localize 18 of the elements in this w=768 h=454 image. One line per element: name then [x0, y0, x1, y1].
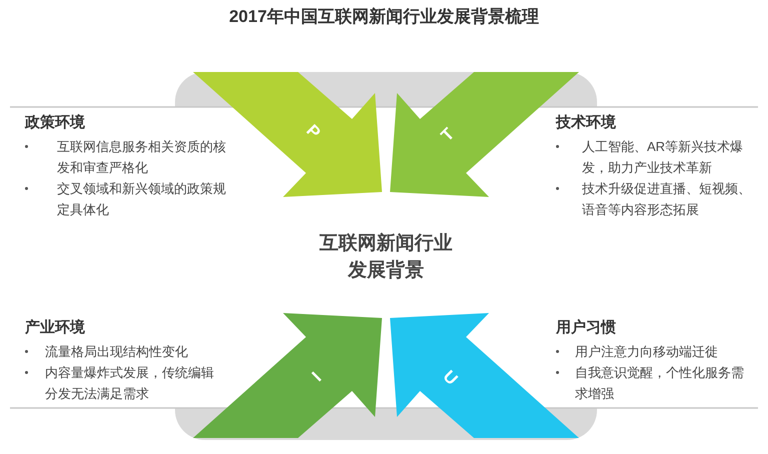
arrow-letter: T — [438, 124, 458, 146]
arrow-letter: P — [302, 122, 324, 142]
bullet-text: 流量格局出现结构性变化 — [45, 343, 189, 361]
arrow-letter: U — [439, 367, 461, 389]
section-heading: 产业环境 — [25, 318, 85, 338]
diagram-title: 2017年中国互联网新闻行业发展背景梳理 — [228, 6, 540, 28]
section-heading: 用户习惯 — [556, 318, 616, 338]
center-title: 互联网新闻行业发展背景 — [319, 232, 453, 283]
bullet-text: 自我意识觉醒，个性化服务需求增强 — [575, 364, 745, 403]
bullet-text: 技术升级促进直播、短视频、语音等内容形态拓展 — [582, 180, 752, 219]
bullet-text: 用户注意力向移动端迁徙 — [575, 343, 719, 361]
section-heading: 技术环境 — [556, 113, 616, 133]
bullet-text: 互联网信息服务相关资质的核发和审查严格化 — [57, 138, 227, 177]
bullet-text: 内容量爆炸式发展，传统编辑分发无法满足需求 — [45, 364, 215, 403]
arrow-letter: I — [308, 368, 326, 386]
section-heading: 政策环境 — [25, 113, 85, 133]
bullet-text: 交叉领域和新兴领域的政策规定具体化 — [57, 180, 227, 219]
bullet-text: 人工智能、AR等新兴技术爆发，助力产业技术革新 — [582, 138, 744, 177]
